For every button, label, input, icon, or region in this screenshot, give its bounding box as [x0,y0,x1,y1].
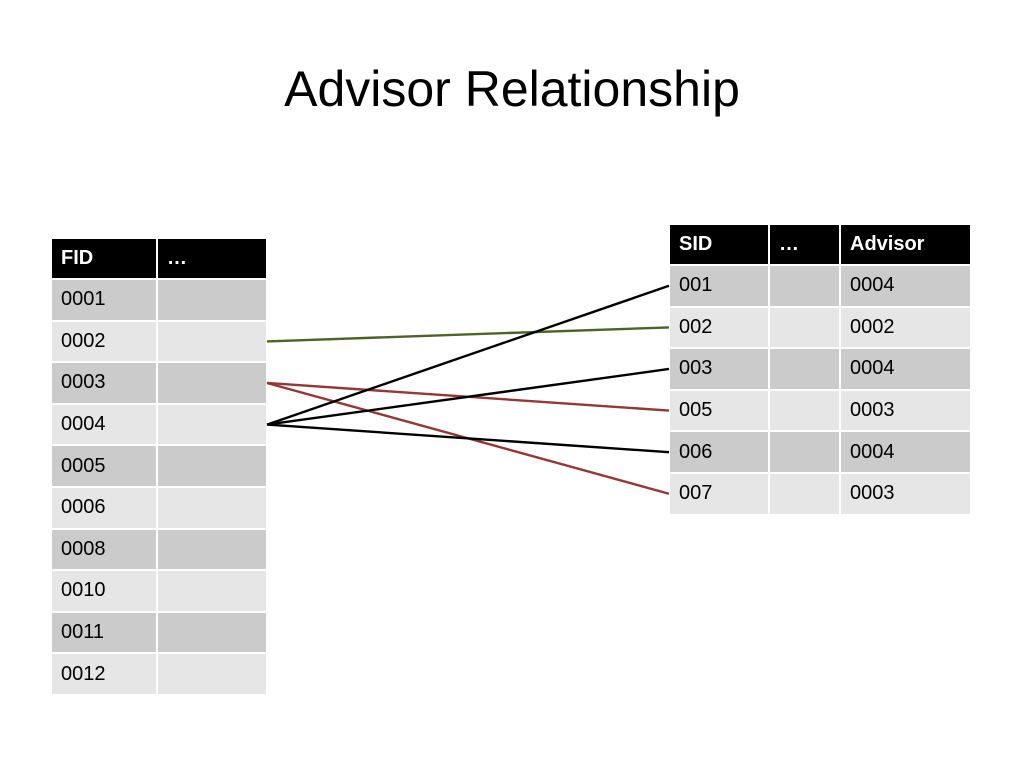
student-ellipsis-column-header: … [770,225,839,264]
fid-cell: 0006 [52,487,156,528]
slide-title: Advisor Relationship [284,61,740,117]
advisor-link-0003-005 [266,381,670,412]
student-other-cell [770,307,839,348]
faculty-other-cell [158,363,266,403]
faculty-row: 0012 [52,654,266,694]
faculty-other-cell [158,446,266,486]
faculty-row: 0003 [52,363,266,403]
student-row: 003 0004 [670,349,970,389]
sid-column-header: SID [670,225,768,264]
faculty-other-cell [158,612,266,653]
faculty-row: 0001 [52,280,266,320]
sid-cell: 005 [670,390,768,431]
fid-column-header: FID [52,239,156,278]
faculty-row: 0006 [52,487,266,528]
advisor-cell: 0003 [841,473,970,514]
student-row: 007 0003 [670,473,970,514]
student-other-cell [770,432,839,472]
advisor-link-0003-007 [266,381,670,495]
advisor-link-0002-002 [266,326,670,343]
faculty-other-cell [158,529,266,570]
advisor-link-0004-006 [266,423,670,454]
advisor-link-0004-001 [266,284,670,426]
faculty-other-cell [158,487,266,528]
student-other-cell [770,349,839,389]
fid-cell: 0002 [52,321,156,362]
faculty-header-row: FID … [52,239,266,278]
fid-cell: 0001 [52,280,156,320]
fid-cell: 0005 [52,446,156,486]
fid-cell: 0004 [52,404,156,445]
fid-cell: 0010 [52,571,156,611]
student-row: 005 0003 [670,390,970,431]
advisor-link-0004-003 [266,367,670,426]
faculty-row: 0008 [52,529,266,570]
student-row: 002 0002 [670,307,970,348]
faculty-other-cell [158,321,266,362]
faculty-row: 0011 [52,612,266,653]
student-header-row: SID … Advisor [670,225,970,264]
fid-cell: 0012 [52,654,156,694]
student-other-cell [770,473,839,514]
faculty-row: 0005 [52,446,266,486]
advisor-column-header: Advisor [841,225,970,264]
advisor-cell: 0003 [841,390,970,431]
student-table: SID … Advisor 001 0004 002 0002 003 0004 00… [668,223,972,516]
student-other-cell [770,266,839,306]
fid-cell: 0003 [52,363,156,403]
fid-cell: 0008 [52,529,156,570]
sid-cell: 001 [670,266,768,306]
sid-cell: 003 [670,349,768,389]
advisor-cell: 0004 [841,349,970,389]
faculty-other-cell [158,654,266,694]
faculty-row: 0004 [52,404,266,445]
faculty-other-cell [158,404,266,445]
faculty-table: FID … 0001 0002 0003 0004 0005 0006 0008… [50,237,268,696]
faculty-ellipsis-column-header: … [158,239,266,278]
student-other-cell [770,390,839,431]
sid-cell: 006 [670,432,768,472]
faculty-row: 0010 [52,571,266,611]
fid-cell: 0011 [52,612,156,653]
faculty-other-cell [158,280,266,320]
student-row: 001 0004 [670,266,970,306]
faculty-row: 0002 [52,321,266,362]
advisor-cell: 0002 [841,307,970,348]
student-row: 006 0004 [670,432,970,472]
advisor-cell: 0004 [841,266,970,306]
sid-cell: 002 [670,307,768,348]
faculty-other-cell [158,571,266,611]
advisor-cell: 0004 [841,432,970,472]
sid-cell: 007 [670,473,768,514]
